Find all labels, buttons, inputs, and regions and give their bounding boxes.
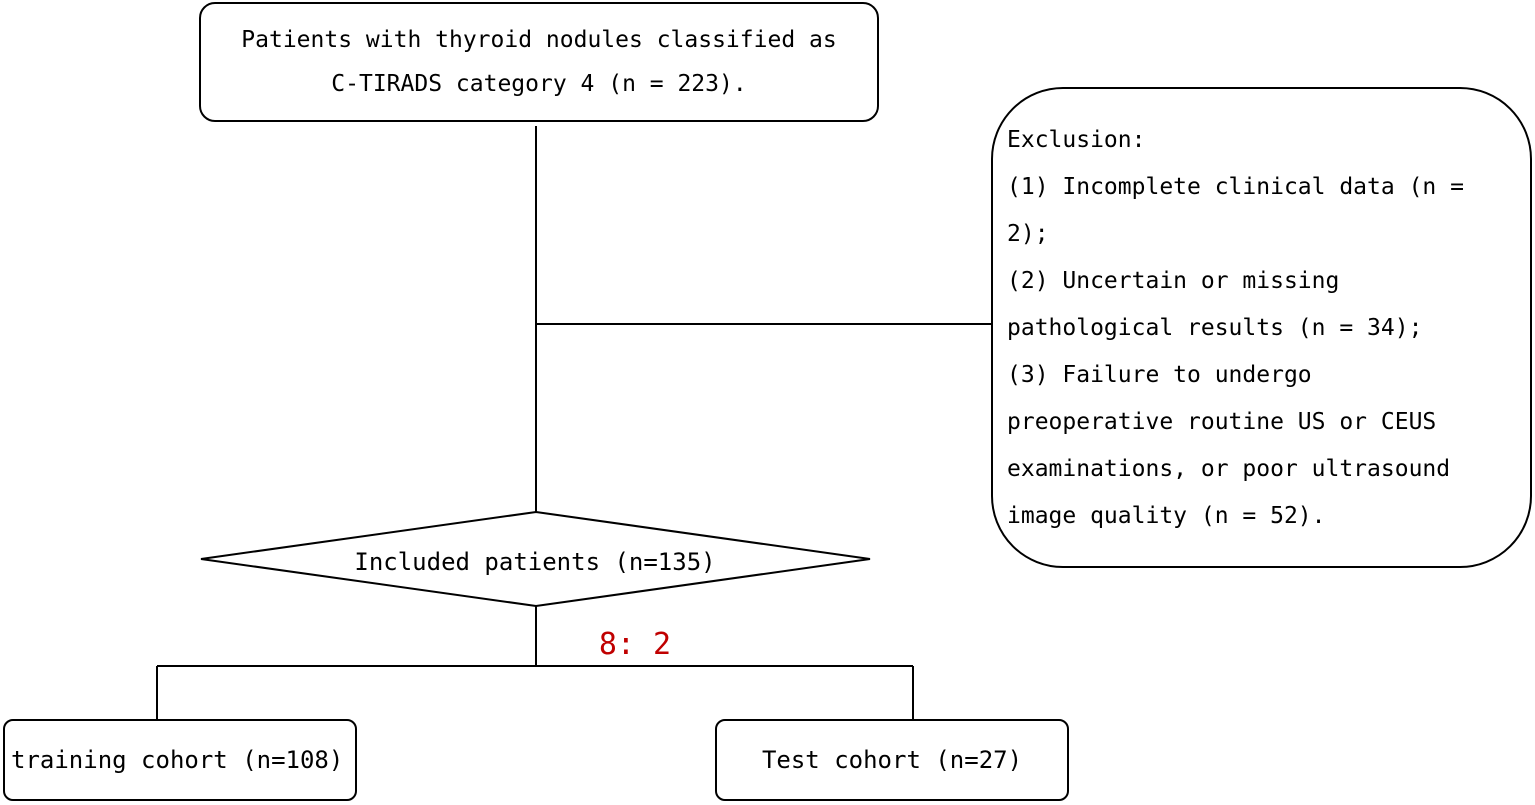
- exclusion-line: (1) Incomplete clinical data (n =: [1007, 174, 1464, 200]
- exclusion-line: preoperative routine US or CEUS: [1007, 409, 1437, 435]
- exclusion-line: pathological results (n = 34);: [1007, 315, 1423, 341]
- test-cohort-label: Test cohort (n=27): [761, 746, 1023, 774]
- exclusion-line: examinations, or poor ultrasound: [1007, 456, 1451, 482]
- exclusion-line: (2) Uncertain or missing: [1007, 268, 1340, 294]
- training-cohort-box: training cohort (n=108): [3, 719, 357, 801]
- source-population-line-1: Patients with thyroid nodules classified…: [241, 27, 837, 53]
- test-cohort-box: Test cohort (n=27): [715, 719, 1069, 801]
- exclusion-criteria-box: Exclusion: (1) Incomplete clinical data …: [991, 87, 1532, 568]
- exclusion-line: (3) Failure to undergo: [1007, 362, 1312, 388]
- exclusion-line: image quality (n = 52).: [1007, 503, 1326, 529]
- split-ratio-label: 8: 2: [598, 626, 672, 662]
- training-cohort-label: training cohort (n=108): [11, 746, 344, 774]
- included-patients-label: Included patients (n=135): [354, 548, 716, 576]
- source-population-line-2: C-TIRADS category 4 (n = 223).: [331, 71, 747, 97]
- exclusion-line: 2);: [1007, 221, 1049, 247]
- exclusion-heading: Exclusion:: [1007, 127, 1146, 153]
- source-population-box: Patients with thyroid nodules classified…: [199, 2, 879, 122]
